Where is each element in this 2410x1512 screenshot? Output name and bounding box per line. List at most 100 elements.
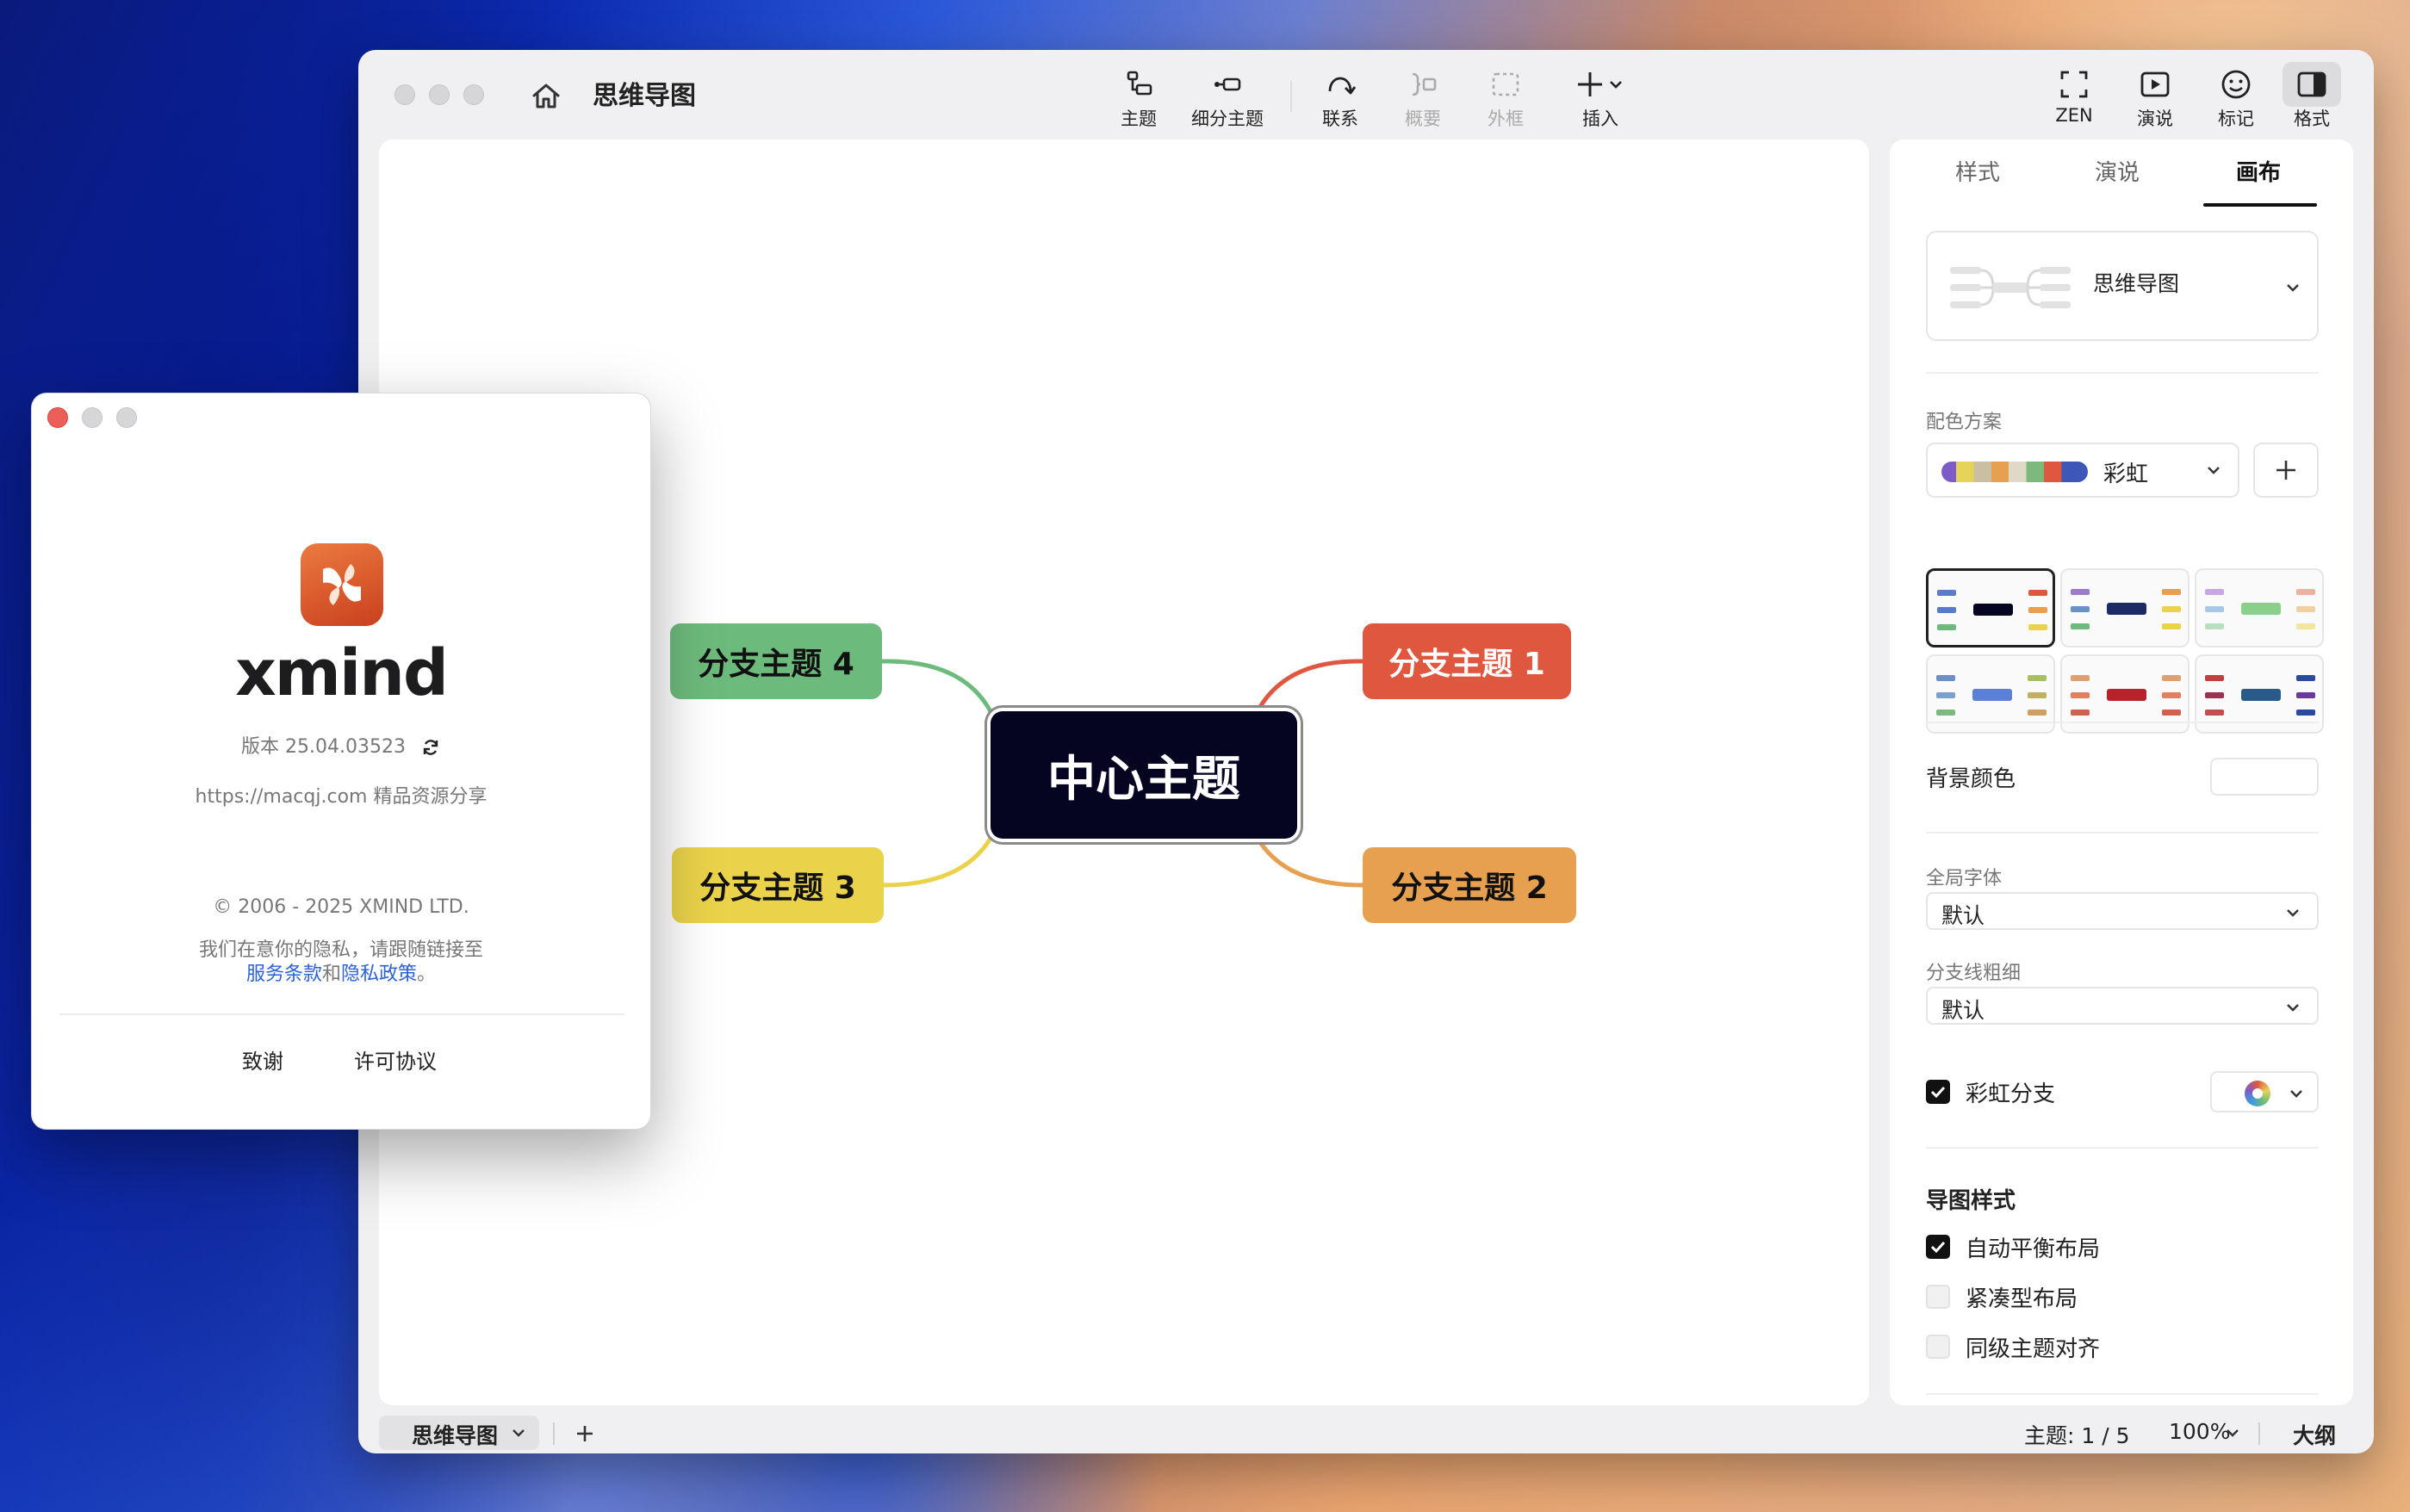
subtopic-icon [1214,77,1241,91]
zoom-dialog-button[interactable] [116,407,137,428]
color-scheme-select[interactable]: 彩虹 [1926,443,2239,498]
document-title[interactable]: 思维导图 [593,81,696,111]
branch-connectors [881,659,1363,888]
align-siblings-checkbox[interactable] [1926,1335,1950,1359]
topic-count: 主题: 1 / 5 [2024,1423,2130,1448]
divider [59,1013,624,1015]
status-bar: 思维导图 主题: 1 / 5 100% 大纲 [358,1405,2374,1453]
topic-label: 主题 [1121,108,1157,129]
zen-icon [2060,71,2088,98]
subtopic-button[interactable]: 细分主题 [1180,67,1275,136]
auto-balance-checkbox[interactable] [1926,1235,1950,1259]
format-label: 格式 [2294,108,2330,129]
sheet-tab-label: 思维导图 [412,1423,499,1448]
divider [2258,1422,2260,1445]
branch-topic-1[interactable]: 分支主题 1 [1363,623,1571,699]
divider [1926,832,2319,833]
close-window-button[interactable] [394,84,415,105]
about-dialog: xmind 版本 25.04.03523 https://macqj.com 精… [31,393,651,1130]
tab-canvas[interactable]: 画布 [2236,160,2282,186]
tab-style[interactable]: 样式 [1955,160,2001,186]
theme-thumbnail[interactable] [2060,568,2189,648]
branch-topic-3[interactable]: 分支主题 3 [672,847,884,923]
pitch-label: 演说 [2137,108,2173,129]
and-text: 和 [321,964,341,985]
zoom-window-button[interactable] [463,84,484,105]
marker-label: 标记 [2218,108,2254,129]
chevron-down-icon [2287,284,2299,292]
subtopic-label: 细分主题 [1191,108,1264,129]
home-icon[interactable] [527,77,565,115]
main-window: 思维导图 主题 细分主题 联系 概要 外框 插入 ZEN [358,50,2374,1453]
rainbow-branch-checkbox[interactable] [1926,1080,1950,1104]
boundary-button[interactable]: 外框 [1471,67,1540,136]
map-style-title: 导图样式 [1926,1188,2016,1214]
site-text: https://macqj.com 精品资源分享 [195,786,488,808]
branch-topic-2[interactable]: 分支主题 2 [1363,847,1576,923]
period-text: 。 [417,964,437,985]
topic-button[interactable]: 主题 [1104,67,1173,136]
theme-thumbnail[interactable] [2195,568,2324,648]
rainbow-branch-color-select[interactable] [2210,1071,2319,1112]
theme-thumbnail[interactable] [2195,654,2324,734]
xmind-logo-icon [301,543,383,626]
relationship-icon [1328,77,1357,95]
insert-button[interactable]: 插入 [1557,67,1643,136]
privacy-policy-link[interactable]: 隐私政策 [341,964,418,985]
format-panel: 样式 演说 画布 思维导图 配色方案 彩虹 [1890,139,2353,1405]
panel-tabs: 样式 演说 画布 [1890,139,2353,208]
auto-balance-label: 自动平衡布局 [1966,1236,2101,1262]
refresh-icon[interactable] [420,737,441,758]
outline-button[interactable]: 大纲 [2293,1423,2337,1448]
background-color-swatch[interactable] [2210,758,2319,796]
global-font-label: 全局字体 [1926,868,2003,889]
background-color-label: 背景颜色 [1926,766,2016,792]
color-scheme-label: 配色方案 [1926,412,2003,433]
summary-label: 概要 [1405,108,1441,129]
license-agreement-button[interactable]: 许可协议 [354,1050,437,1074]
toolbar-divider [1290,81,1292,112]
format-button[interactable]: 格式 [2277,62,2346,136]
zoom-level[interactable]: 100% [2169,1419,2231,1444]
theme-thumbnail[interactable] [1926,568,2055,648]
xmind-wordmark: xmind [235,636,449,710]
theme-thumbnail[interactable] [1926,654,2055,734]
privacy-text: 我们在意你的隐私，请跟随链接至 [198,939,483,961]
add-sheet-icon[interactable] [572,1421,598,1447]
chevron-down-icon [2290,1090,2302,1098]
compact-layout-label: 紧凑型布局 [1966,1286,2078,1312]
chevron-down-icon [2208,467,2220,474]
plus-icon [2276,461,2295,480]
summary-button[interactable]: 概要 [1388,67,1457,136]
minimize-window-button[interactable] [429,84,450,105]
sheet-tab[interactable]: 思维导图 [379,1416,539,1450]
tab-pitch[interactable]: 演说 [2095,160,2140,186]
chevron-down-icon[interactable] [2222,1422,2243,1443]
version-text: 版本 25.04.03523 [241,736,406,758]
color-scheme-value: 彩虹 [2103,462,2149,487]
relationship-button[interactable]: 联系 [1306,67,1375,136]
marker-button[interactable]: 标记 [2202,67,2270,136]
theme-thumbnail[interactable] [2060,654,2189,734]
branch-topic-4[interactable]: 分支主题 4 [670,623,882,699]
zen-button[interactable]: ZEN [2040,67,2109,136]
checkmark-icon [1930,1086,1946,1099]
compact-layout-checkbox[interactable] [1926,1285,1950,1309]
add-color-scheme-button[interactable] [2253,443,2319,498]
minimize-dialog-button[interactable] [82,407,102,428]
branch-line-width-label: 分支线粗细 [1926,963,2022,984]
global-font-select[interactable]: 默认 [1926,892,2319,930]
central-topic[interactable]: 中心主题 [991,711,1297,839]
titlebar: 思维导图 主题 细分主题 联系 概要 外框 插入 ZEN [358,50,2374,139]
close-dialog-button[interactable] [47,407,68,428]
acknowledgements-button[interactable]: 致谢 [242,1050,283,1074]
terms-link[interactable]: 服务条款 [245,964,322,985]
summary-icon [1412,72,1437,96]
rainbow-preview [1941,462,2088,482]
structure-select[interactable]: 思维导图 [1926,231,2319,341]
chevron-down-icon [2287,909,2299,917]
zen-label: ZEN [2055,105,2093,126]
pitch-button[interactable]: 演说 [2121,67,2189,136]
branch-line-width-select[interactable]: 默认 [1926,987,2319,1025]
divider [1926,372,2319,374]
